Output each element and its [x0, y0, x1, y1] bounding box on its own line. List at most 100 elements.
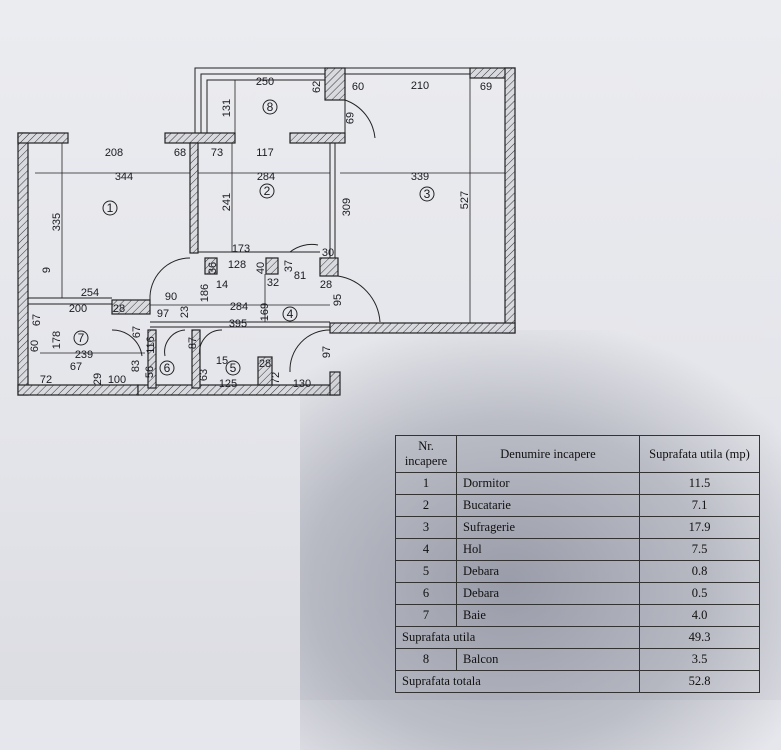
room-number-7: 7: [78, 331, 85, 345]
dim-label: 37: [283, 260, 295, 272]
dim-label: 178: [51, 331, 63, 349]
table-row: 2 Bucatarie 7.1: [395, 494, 760, 517]
dim-label: 186: [199, 284, 211, 302]
dim-label: 208: [105, 147, 123, 159]
room-number-2: 2: [264, 184, 271, 198]
table-row: 5 Debara 0.8: [395, 560, 760, 583]
dim-label: 62: [311, 81, 323, 93]
cell-area: 0.5: [639, 582, 760, 605]
cell-nr: 8: [395, 648, 457, 671]
useful-area-row: Suprafata utila 49.3: [395, 626, 760, 649]
cell-area: 0.8: [639, 560, 760, 583]
dim-label: 116: [145, 336, 157, 354]
dim-label: 67: [31, 314, 43, 326]
dim-label: 128: [228, 259, 246, 271]
table-row: 3 Sufragerie 17.9: [395, 516, 760, 539]
dim-label: 527: [459, 191, 471, 209]
dim-label: 28: [259, 358, 271, 370]
dim-label: 200: [69, 303, 87, 315]
cell-name: Dormitor: [456, 472, 640, 495]
total-area-row: Suprafata totala 52.8: [395, 670, 760, 693]
dim-label: 97: [321, 346, 333, 358]
table-row: 4 Hol 7.5: [395, 538, 760, 561]
cell-name: Baie: [456, 604, 640, 627]
room-number-1: 1: [107, 201, 114, 215]
dim-label: 131: [221, 99, 233, 117]
dim-label: 28: [113, 303, 125, 315]
useful-area-label: Suprafata utila: [395, 626, 640, 649]
cell-nr: 7: [395, 604, 457, 627]
room-number-8: 8: [267, 100, 274, 114]
dim-label: 69: [343, 112, 355, 124]
dim-label: 173: [232, 243, 250, 255]
dim-label: 87: [187, 337, 199, 349]
dim-label: 284: [257, 171, 275, 183]
dim-label: 68: [174, 147, 186, 159]
room-number-5: 5: [230, 361, 237, 375]
dim-label: 241: [221, 193, 233, 211]
dimension-lines: [35, 78, 505, 354]
dim-label: 339: [411, 171, 429, 183]
cell-area: 17.9: [639, 516, 760, 539]
dim-label: 284: [230, 301, 248, 313]
cell-name: Sufragerie: [456, 516, 640, 539]
dim-label: 73: [211, 147, 223, 159]
room-number-6: 6: [164, 361, 171, 375]
interior-walls: [27, 143, 336, 385]
dim-label: 67: [70, 361, 82, 373]
balcony-row: 8 Balcon 3.5: [395, 648, 760, 671]
cell-area: 11.5: [639, 472, 760, 495]
table-row: 1 Dormitor 11.5: [395, 472, 760, 495]
dim-label: 239: [75, 349, 93, 361]
dim-label: 60: [352, 81, 364, 93]
dim-label: 395: [229, 318, 247, 330]
dim-label: 23: [179, 306, 191, 318]
cell-area: 3.5: [639, 648, 760, 671]
dim-label: 15: [216, 355, 228, 367]
header-name: Denumire incapere: [456, 435, 640, 473]
dim-label: 67: [131, 326, 143, 338]
table-row: 7 Baie 4.0: [395, 604, 760, 627]
balcony-railing: [194, 67, 470, 133]
dim-label: 100: [108, 374, 126, 386]
total-area-label: Suprafata totala: [395, 670, 640, 693]
dim-label: 95: [332, 294, 344, 306]
room-number-3: 3: [424, 187, 431, 201]
dim-label: 254: [81, 287, 99, 299]
dim-label: 28: [320, 279, 332, 291]
cell-area: 7.5: [639, 538, 760, 561]
dim-label: 30: [322, 247, 334, 259]
cell-name: Debara: [456, 582, 640, 605]
dim-label: 32: [267, 277, 279, 289]
exterior-walls: [17, 67, 516, 396]
room-areas-table: Nr. incapere Denumire incapere Suprafata…: [395, 435, 760, 693]
cell-nr: 6: [395, 582, 457, 605]
room-numbers: 1 2 3 4 5 6 7 8: [73, 99, 435, 376]
dimension-labels: 250 62 60 210 69 131 69 208 68 73 117 34…: [29, 76, 492, 390]
dim-label: 97: [157, 308, 169, 320]
dim-label: 40: [255, 262, 267, 274]
dim-label: 335: [51, 213, 63, 231]
cell-name: Hol: [456, 538, 640, 561]
dim-label: 29: [92, 373, 104, 385]
dim-label: 56: [144, 366, 156, 378]
cell-nr: 5: [395, 560, 457, 583]
room-number-4: 4: [287, 307, 294, 321]
useful-area-value: 49.3: [639, 626, 760, 649]
cell-nr: 2: [395, 494, 457, 517]
cell-name: Debara: [456, 560, 640, 583]
dim-label: 210: [411, 80, 429, 92]
dim-label: 130: [293, 378, 311, 390]
cell-name: Balcon: [456, 648, 640, 671]
dim-label: 63: [198, 369, 210, 381]
floor-plan: 1 2 3 4 5 6 7 8 250 62 60 210 69 131 69 …: [17, 67, 516, 396]
dim-label: 125: [219, 378, 237, 390]
dim-label: 81: [294, 270, 306, 282]
dim-label: 169: [259, 303, 271, 321]
dim-label: 90: [165, 291, 177, 303]
table-row: 6 Debara 0.5: [395, 582, 760, 605]
dim-label: 83: [130, 360, 142, 372]
dim-label: 309: [341, 198, 353, 216]
dim-label: 117: [256, 147, 274, 159]
header-nr: Nr. incapere: [395, 435, 457, 473]
